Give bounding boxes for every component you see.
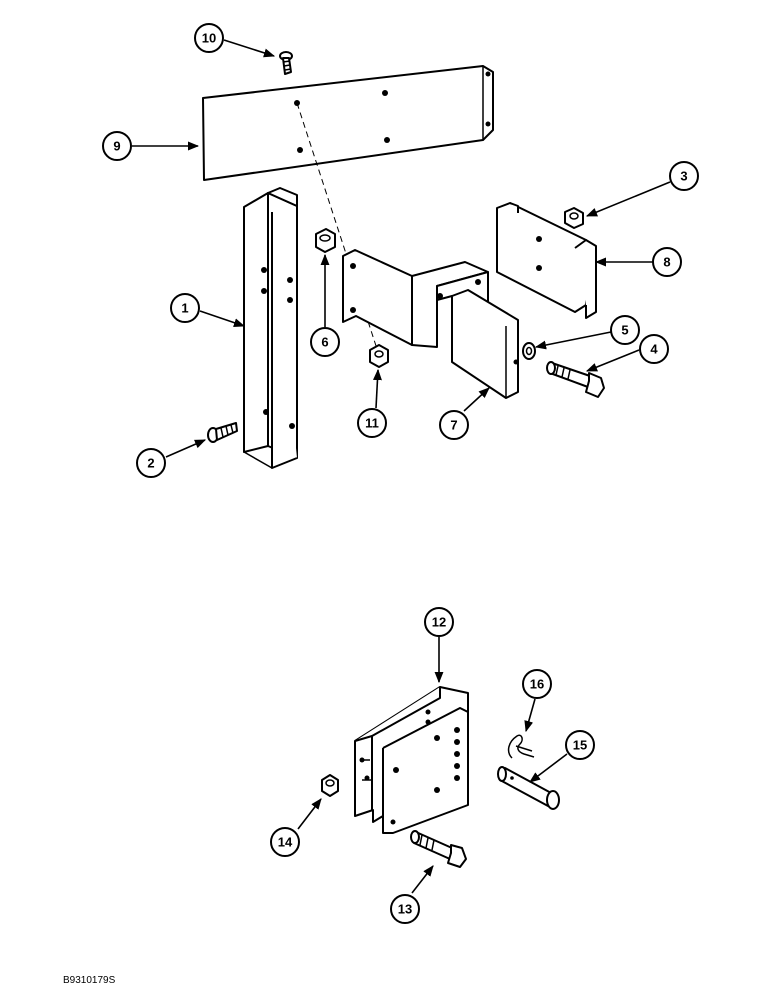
washer-part-5 xyxy=(522,342,536,360)
nut-part-3 xyxy=(564,207,584,229)
leader-15 xyxy=(529,753,568,783)
callout-label-13: 13 xyxy=(398,902,412,917)
hairpin-clip-part-16 xyxy=(507,734,535,759)
callout-9: 9 xyxy=(102,131,132,161)
leader-13 xyxy=(411,865,434,894)
leader-11 xyxy=(372,368,382,409)
bracket-part-7 xyxy=(342,249,519,399)
callout-label-16: 16 xyxy=(530,677,544,692)
nut-part-14 xyxy=(321,774,339,797)
bolt-part-4 xyxy=(546,361,605,398)
screw-part-10 xyxy=(279,51,293,75)
leader-14 xyxy=(297,798,322,830)
callout-label-9: 9 xyxy=(113,139,120,154)
screw-part-2 xyxy=(207,422,238,443)
callout-label-4: 4 xyxy=(650,342,658,357)
nut-part-11 xyxy=(369,344,389,368)
bolt-part-13 xyxy=(410,830,467,868)
callout-14: 14 xyxy=(270,827,300,857)
callout-4: 4 xyxy=(639,334,669,364)
callout-6: 6 xyxy=(310,327,340,357)
callout-13: 13 xyxy=(390,894,420,924)
drawing-code: B9310179S xyxy=(63,975,116,986)
callout-2: 2 xyxy=(136,448,166,478)
callout-label-12: 12 xyxy=(432,615,446,630)
pin-part-15 xyxy=(497,766,560,810)
leader-5 xyxy=(534,331,612,350)
callout-5: 5 xyxy=(610,315,640,345)
callout-label-7: 7 xyxy=(450,418,457,433)
callout-label-5: 5 xyxy=(621,323,628,338)
plate-part-9 xyxy=(202,65,494,181)
callout-7: 7 xyxy=(439,410,469,440)
nut-part-6 xyxy=(315,228,336,253)
callout-3: 3 xyxy=(669,161,699,191)
hitch-bracket-part-12 xyxy=(354,686,469,834)
bracket-part-8 xyxy=(496,202,597,319)
callout-label-10: 10 xyxy=(202,31,216,46)
callout-11: 11 xyxy=(357,408,387,438)
leader-16 xyxy=(524,698,536,733)
callout-label-8: 8 xyxy=(663,255,670,270)
leader-2 xyxy=(165,439,207,458)
callout-1: 1 xyxy=(170,293,200,323)
callout-10: 10 xyxy=(194,23,224,53)
callout-15: 15 xyxy=(565,730,595,760)
leader-10 xyxy=(223,39,276,58)
callout-16: 16 xyxy=(522,669,552,699)
callout-label-2: 2 xyxy=(147,456,154,471)
callout-label-15: 15 xyxy=(573,738,587,753)
alignment-dashed-line xyxy=(296,102,379,353)
callout-label-3: 3 xyxy=(680,169,687,184)
callout-label-1: 1 xyxy=(181,301,188,316)
leader-lines xyxy=(132,39,671,894)
leader-4 xyxy=(585,349,640,372)
callout-8: 8 xyxy=(652,247,682,277)
channel-part-1 xyxy=(243,187,298,469)
callout-label-6: 6 xyxy=(321,335,328,350)
leader-3 xyxy=(585,181,671,217)
callout-12: 12 xyxy=(424,607,454,637)
leader-1 xyxy=(199,310,246,327)
callout-label-14: 14 xyxy=(278,835,293,850)
leader-7 xyxy=(463,387,490,412)
callout-label-11: 11 xyxy=(365,416,379,431)
